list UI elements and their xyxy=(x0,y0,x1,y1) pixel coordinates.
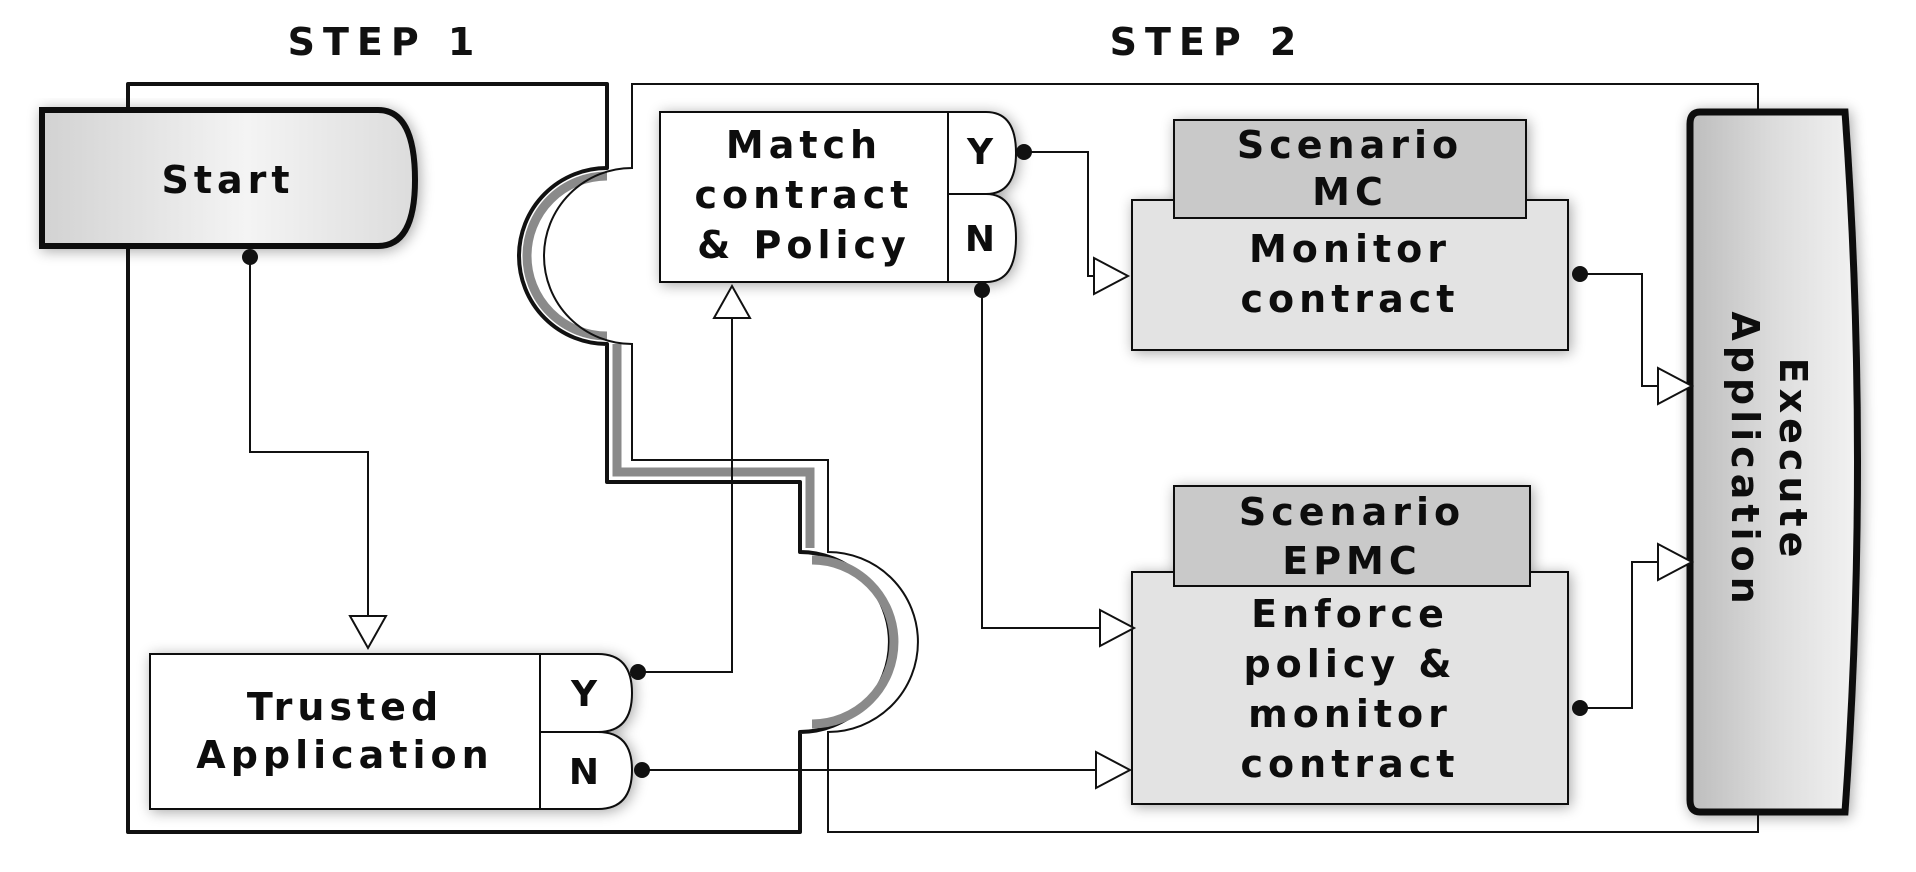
scenario-epmc-title2: EPMC xyxy=(1282,539,1422,583)
edge-start-trusted xyxy=(249,257,369,620)
step2-title: STEP 2 xyxy=(1110,20,1305,64)
scenario-mc-title1: Scenario xyxy=(1237,123,1463,167)
trusted-no: N xyxy=(569,752,599,793)
arrow-into-epmc-from-match xyxy=(1099,608,1137,648)
connectors xyxy=(249,151,1658,771)
edge-mc-execute xyxy=(1580,273,1658,387)
edge-epmc-execute xyxy=(1580,561,1658,709)
arrow-into-match xyxy=(712,283,752,319)
scenario-epmc-node: Scenario EPMC Enforce policy & monitor c… xyxy=(1131,485,1569,805)
scenario-epmc-line1: Enforce xyxy=(1251,592,1449,636)
arrow-into-epmc-from-trusted xyxy=(1095,750,1133,790)
trusted-yes: Y xyxy=(570,674,598,715)
dot-match-yes xyxy=(1016,144,1032,160)
execute-line2: Application xyxy=(1723,311,1767,608)
dot-trusted-no xyxy=(634,762,650,778)
arrowheads xyxy=(348,256,1695,790)
scenario-epmc-line3: monitor xyxy=(1248,692,1452,736)
scenario-mc-line2: contract xyxy=(1241,277,1460,321)
scenario-mc-line1: Monitor xyxy=(1249,227,1451,271)
match-line1: Match xyxy=(726,123,882,167)
scenario-mc-title2: MC xyxy=(1312,170,1388,214)
step1-title: STEP 1 xyxy=(288,20,483,64)
scenario-epmc-line4: contract xyxy=(1241,742,1460,786)
scenario-mc-node: Scenario MC Monitor contract xyxy=(1131,119,1569,351)
scenario-epmc-line2: policy & xyxy=(1243,642,1456,686)
scenario-epmc-header xyxy=(1173,485,1531,587)
arrow-into-mc xyxy=(1093,256,1131,296)
scenario-epmc-title1: Scenario xyxy=(1239,490,1465,534)
arrow-into-trusted xyxy=(348,615,388,651)
match-line2: contract xyxy=(695,173,914,217)
edge-match-yes-mc xyxy=(1026,151,1094,277)
trusted-application-node: Trusted Application Y N xyxy=(149,653,634,810)
connector-dots xyxy=(242,144,1588,778)
match-line3: & Policy xyxy=(697,223,911,267)
dot-start xyxy=(242,249,258,265)
dot-epmc-out xyxy=(1572,700,1588,716)
dot-match-no xyxy=(974,282,990,298)
dot-trusted-yes xyxy=(630,664,646,680)
match-contract-node: Match contract & Policy Y N xyxy=(659,111,1018,283)
dot-mc-out xyxy=(1572,266,1588,282)
match-yes: Y xyxy=(966,132,994,173)
arrow-into-execute-upper xyxy=(1657,366,1695,406)
step1-region xyxy=(126,82,899,834)
trusted-line1: Trusted xyxy=(247,685,443,729)
execute-application-node: Execute Application xyxy=(1686,108,1861,816)
start-label: Start xyxy=(161,158,294,202)
edge-match-no-epmc xyxy=(981,290,1100,629)
start-node: Start xyxy=(39,107,419,249)
trusted-line2: Application xyxy=(196,733,493,777)
scenario-mc-header xyxy=(1173,119,1527,219)
step2-region xyxy=(543,83,1759,833)
arrow-into-execute-lower xyxy=(1657,542,1695,582)
match-no: N xyxy=(965,219,995,260)
execute-line1: Execute xyxy=(1771,358,1815,563)
edge-trusted-yes-match xyxy=(640,316,733,673)
